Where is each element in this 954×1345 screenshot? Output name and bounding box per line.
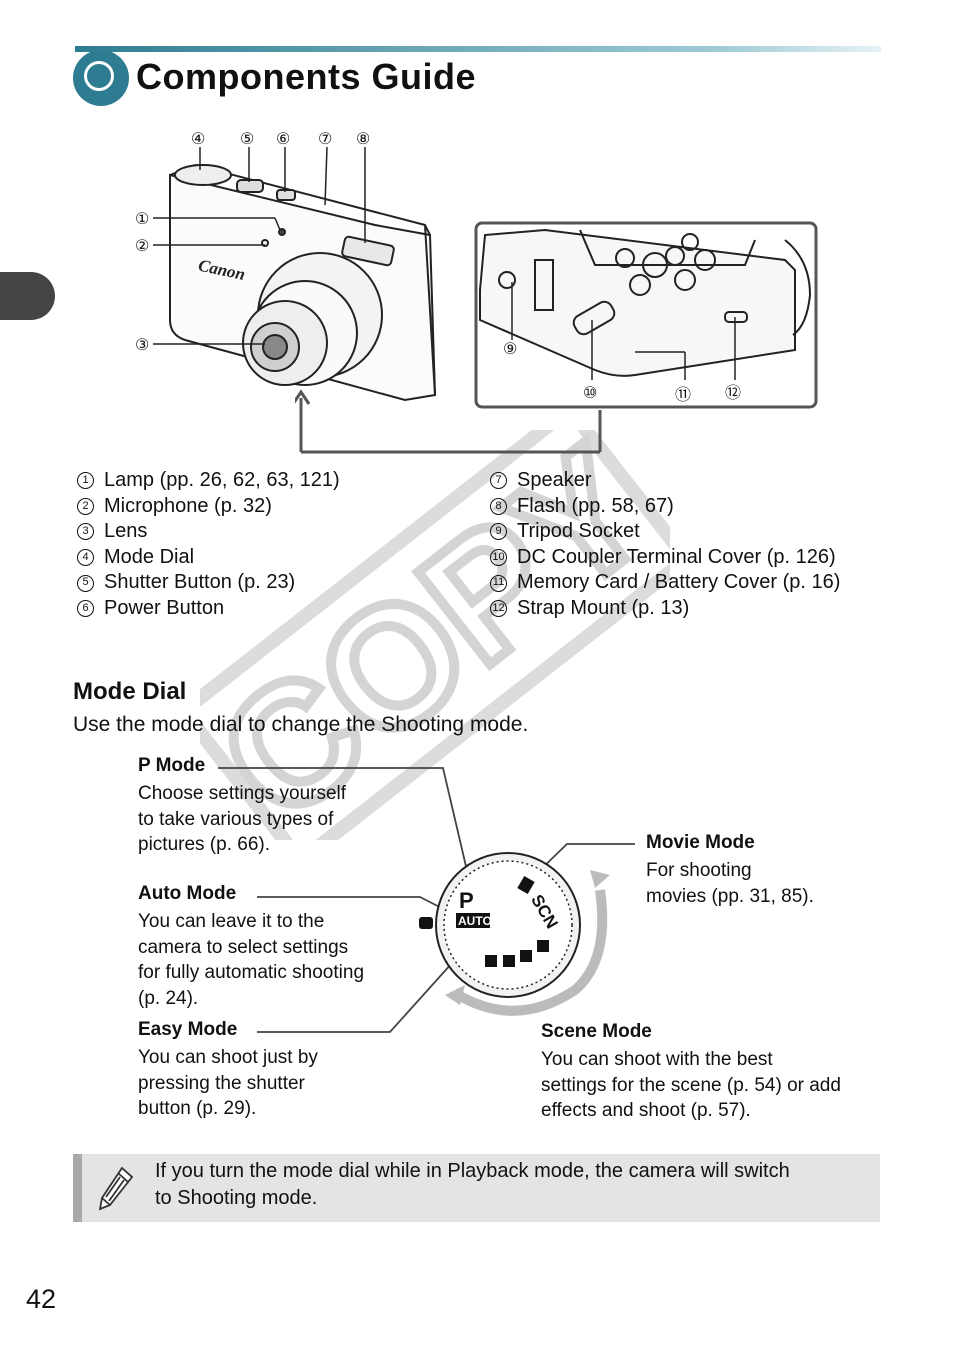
section-heading: Mode Dial xyxy=(73,678,187,705)
callout-6: ⑥ xyxy=(276,131,290,148)
svg-text:AUTO: AUTO xyxy=(458,914,492,928)
camera-front-illustration: Canon ① ② ③ ④ ⑤ ⑥ ⑦ ⑧ xyxy=(135,131,437,402)
note-box xyxy=(73,1154,880,1222)
movie-icon xyxy=(517,875,535,895)
callout-3: ③ xyxy=(135,337,149,354)
callout-12: ⑫ xyxy=(725,384,741,402)
movie-mode-label: Movie Mode For shooting movies (pp. 31, … xyxy=(646,832,814,907)
callout-10: ⑩ xyxy=(583,385,597,402)
scene-mode-label: Scene Mode You can shoot with the best s… xyxy=(541,1021,841,1122)
p-mode-label: P Mode Choose settings yourself to take … xyxy=(138,755,347,856)
arrow-up-icon xyxy=(295,389,311,405)
page-title: Components Guide xyxy=(136,56,476,97)
callout-8: ⑧ xyxy=(356,131,370,148)
callout-4: ④ xyxy=(191,131,205,148)
callout-9: ⑨ xyxy=(503,341,517,358)
easy-mode-label: Easy Mode You can shoot just by pressing… xyxy=(138,1019,318,1120)
callout-11: ⑪ xyxy=(675,386,691,404)
scene-icons xyxy=(485,940,549,967)
note-text: If you turn the mode dial while in Playb… xyxy=(155,1160,790,1209)
mode-dial-illustration: P AUTO SCN xyxy=(218,767,635,1033)
note-accent-bar xyxy=(73,1154,82,1222)
chapter-tab xyxy=(0,272,55,320)
title-bullet-ring xyxy=(84,61,114,91)
pencil-icon xyxy=(98,1166,134,1211)
callout-2: ② xyxy=(135,238,149,255)
title-rule xyxy=(75,46,881,52)
callout-5: ⑤ xyxy=(240,131,254,148)
camera-mark-icon xyxy=(419,917,433,929)
section-intro: Use the mode dial to change the Shooting… xyxy=(73,713,529,736)
callout-1: ① xyxy=(135,211,149,228)
dial-p-mark: P xyxy=(459,888,474,913)
auto-mode-label: Auto Mode You can leave it to the camera… xyxy=(138,883,365,1009)
dial-auto-mark xyxy=(456,913,490,928)
copy-watermark: COPY xyxy=(200,430,670,840)
page-number: 42 xyxy=(26,1284,57,1314)
camera-bottom-illustration: ⑨ ⑩ ⑪ ⑫ xyxy=(295,221,818,454)
callout-7: ⑦ xyxy=(318,131,332,148)
